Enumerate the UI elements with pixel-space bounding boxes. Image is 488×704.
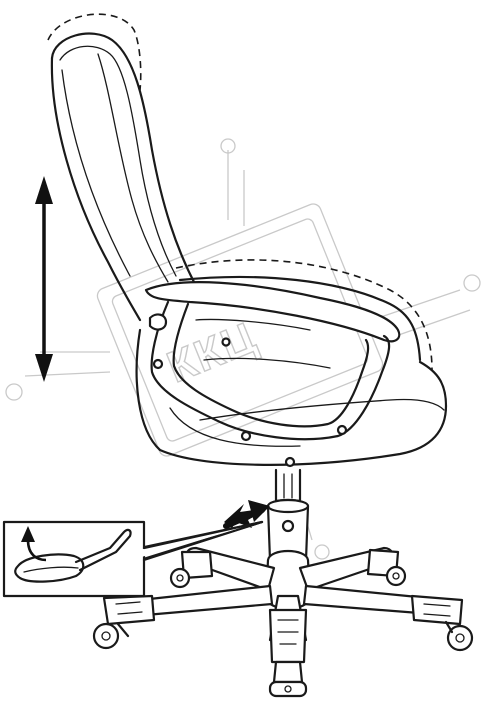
armrest xyxy=(144,281,401,442)
backrest xyxy=(47,13,198,322)
caster-rear-left xyxy=(169,550,214,589)
caster-rear-right xyxy=(366,548,407,587)
lift-up-curved-arrow xyxy=(21,526,47,562)
lever-pointer-arrow xyxy=(223,500,270,529)
gas-lift xyxy=(266,456,310,569)
caster-front-right xyxy=(410,594,474,652)
casters xyxy=(92,548,474,698)
caster-front-left xyxy=(92,594,156,650)
seat xyxy=(135,259,448,466)
lever-callout xyxy=(2,520,264,598)
watermark-text: ККЦ xyxy=(161,313,265,393)
star-base xyxy=(126,546,441,642)
watermark-logo: ККЦ xyxy=(5,138,481,560)
caster-front-center xyxy=(268,608,308,698)
height-adjust-double-arrow xyxy=(35,176,53,382)
